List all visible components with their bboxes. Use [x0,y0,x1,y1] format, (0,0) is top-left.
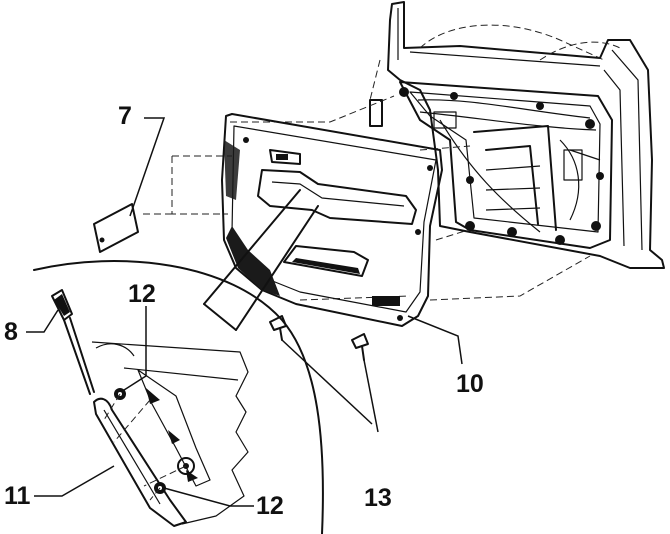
callout-12-bottom: 12 [256,492,284,520]
trim-detail [91,341,249,527]
detail-lens [33,189,324,534]
leader-lines [26,117,463,507]
callout-12-top: 12 [128,280,156,308]
door-trim-panel [221,113,443,327]
callout-7: 7 [118,102,132,130]
door-frame [369,1,665,269]
callout-11: 11 [4,482,31,510]
screwdriver-tool [51,289,95,395]
callout-8: 8 [4,318,18,346]
cover-plate [93,203,139,253]
callout-labels: 7 8 10 11 12 12 13 [4,102,484,520]
screws [269,315,369,361]
callout-10: 10 [456,370,484,398]
assembly-lines [140,59,591,301]
callout-13: 13 [364,484,392,512]
